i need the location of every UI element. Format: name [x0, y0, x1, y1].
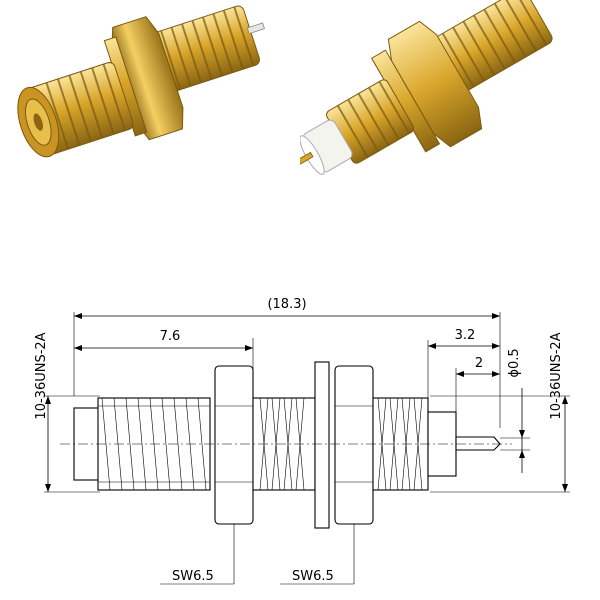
thread-label-left: 10-36UNS-2A — [34, 332, 49, 419]
thread-length-label: 7.6 — [160, 329, 181, 344]
connector-photo-right — [300, 0, 553, 175]
nut-label-left: SW6.5 — [172, 569, 214, 584]
thread-length-dim: 7.6 — [74, 329, 254, 396]
nut-label-right: SW6.5 — [292, 569, 334, 584]
pin-inner-length-dim: 2 — [455, 356, 500, 428]
connector-body-right — [300, 0, 553, 175]
pin-outer-length-label: 3.2 — [455, 328, 476, 343]
nut-callout-right: SW6.5 — [280, 524, 355, 585]
thread-label-right: 10-36UNS-2A — [549, 332, 564, 419]
connector-photo-left — [17, 5, 265, 158]
overall-length-label: (18.3) — [267, 297, 306, 312]
thread-diameter-dim-left — [44, 395, 100, 493]
pin-diameter-label: ϕ0.5 — [507, 348, 522, 377]
pin-diameter-dim: ϕ0.5 — [500, 348, 530, 473]
nut-callout-left: SW6.5 — [160, 524, 235, 585]
overall-length-dim: (18.3) — [73, 297, 501, 428]
connector-body-left — [17, 5, 265, 158]
pin-inner-length-label: 2 — [475, 356, 483, 371]
pin-outer-length-dim: 3.2 — [427, 328, 500, 398]
connector-outline — [60, 361, 512, 529]
technical-drawing: 10-36UNS-2A 10-36UNS-2A (18.3) 7.6 — [34, 297, 570, 585]
